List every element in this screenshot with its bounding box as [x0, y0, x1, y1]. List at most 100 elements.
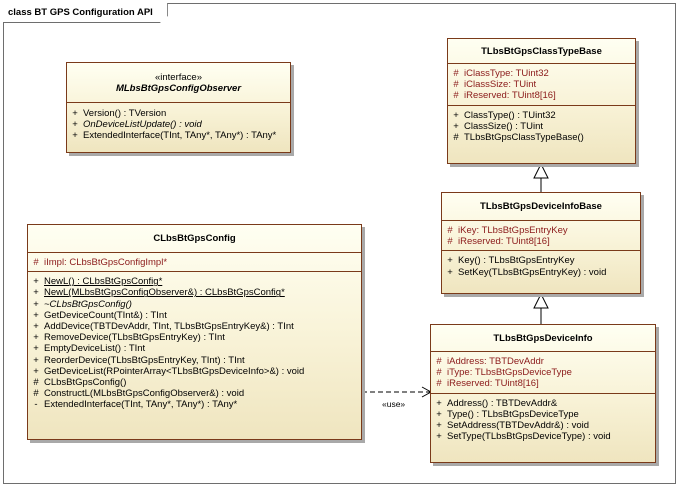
- operation-text: EmptyDeviceList() : TInt: [44, 343, 146, 355]
- class-tlbsbtgpsdeviceinfo[interactable]: TLbsBtGpsDeviceInfo # iAddress: TBTDevAdd…: [430, 324, 656, 463]
- operation-text: ExtendedInterface(TInt, TAny*, TAny*) : …: [83, 130, 277, 142]
- attribute-text: iReserved: TUint8[16]: [447, 378, 539, 390]
- operation-text: RemoveDevice(TLbsBtGpsEntryKey) : TInt: [44, 332, 225, 344]
- visibility-marker: +: [72, 130, 78, 142]
- visibility-marker: #: [436, 367, 442, 379]
- class-header: CLbsBtGpsConfig: [28, 225, 361, 253]
- visibility-marker: +: [33, 276, 39, 288]
- class-operations: +Version() : TVersion+OnDeviceListUpdate…: [67, 103, 290, 145]
- attribute-row: # iType: TLbsBtGpsDeviceType: [431, 367, 655, 378]
- operation-row: +SetAddress(TBTDevAddr&) : void: [431, 420, 655, 431]
- operation-text: GetDeviceCount(TInt&) : TInt: [44, 309, 167, 321]
- class-name: MLbsBtGpsConfigObserver: [115, 82, 242, 94]
- visibility-marker: +: [33, 343, 39, 355]
- operation-text: NewL(MLbsBtGpsConfigObserver&) : CLbsBtG…: [44, 287, 285, 299]
- class-tlbsbtgpsclasstypebase[interactable]: TLbsBtGpsClassTypeBase # iClassType: TUin…: [447, 38, 636, 164]
- visibility-marker: #: [447, 236, 453, 248]
- operation-row: +NewL(MLbsBtGpsConfigObserver&) : CLbsBt…: [28, 287, 361, 298]
- class-operations: +Key() : TLbsBtGpsEntryKey+ SetKey(TLbsBt…: [442, 251, 640, 280]
- operation-text: GetDeviceList(RPointerArray<TLbsBtGpsDev…: [44, 365, 305, 377]
- class-header: TLbsBtGpsDeviceInfoBase: [442, 193, 640, 221]
- attribute-row: #iClassSize: TUint: [448, 79, 635, 90]
- operation-text: Version() : TVersion: [83, 108, 167, 119]
- attribute-row: #iReserved: TUint8[16]: [448, 90, 635, 101]
- visibility-marker: +: [447, 266, 453, 278]
- visibility-marker: +: [33, 354, 39, 366]
- class-attributes: # iAddress: TBTDevAddr # iType: TLbsBtGpsDe…: [431, 352, 655, 394]
- visibility-marker: #: [33, 257, 39, 268]
- class-header: TLbsBtGpsDeviceInfo: [431, 325, 655, 352]
- operation-row: +RemoveDevice(TLbsBtGpsEntryKey) : TInt: [28, 332, 361, 343]
- visibility-marker: +: [33, 365, 39, 377]
- operation-text: ClassSize() : TUint: [464, 120, 544, 132]
- operation-text: CLbsBtGpsConfig(): [44, 376, 127, 388]
- class-attributes: # iKey: TLbsBtGpsEntryKey # iReserved: TUin…: [442, 221, 640, 252]
- visibility-marker: #: [453, 68, 459, 79]
- attribute-row: # iReserved: TUint8[16]: [442, 236, 640, 247]
- operation-row: + ClassSize() : TUint: [448, 121, 635, 132]
- generalization-arrowhead-devinfobase: [533, 292, 549, 309]
- operation-row: + ~CLbsBtGpsConfig(): [28, 299, 361, 310]
- attribute-row: # iKey: TLbsBtGpsEntryKey: [442, 225, 640, 236]
- visibility-marker: +: [33, 309, 39, 321]
- attribute-text: iReserved: TUint8[16]: [458, 236, 550, 248]
- visibility-marker: #: [453, 79, 459, 91]
- generalization-arrowhead-classtypebase: [533, 162, 549, 179]
- attribute-text: iImpl: CLbsBtGpsConfigImpl*: [44, 257, 168, 268]
- visibility-marker: #: [453, 131, 459, 143]
- operation-row: +SetType(TLbsBtGpsDeviceType) : void: [431, 431, 655, 442]
- operation-text: NewL() : CLbsBtGpsConfig*: [44, 276, 163, 288]
- class-clbsbtgpsconfig[interactable]: CLbsBtGpsConfig # iImpl: CLbsBtGpsConfigI…: [27, 224, 362, 440]
- operation-row: -ExtendedInterface(TInt, TAny*, TAny*) :…: [28, 399, 361, 410]
- operation-row: + Address() : TBTDevAddr&: [431, 398, 655, 409]
- attribute-text: iType: TLbsBtGpsDeviceType: [447, 367, 572, 379]
- class-name: TLbsBtGpsDeviceInfoBase: [480, 201, 602, 212]
- use-dependency-label: «use»: [382, 399, 406, 409]
- operation-row: +Key() : TLbsBtGpsEntryKey: [442, 255, 640, 266]
- operation-row: + ExtendedInterface(TInt, TAny*, TAny*) :…: [67, 130, 290, 141]
- visibility-marker: +: [33, 298, 39, 310]
- operation-text: ExtendedInterface(TInt, TAny*, TAny*) : …: [44, 399, 238, 411]
- operation-row: + ReorderDevice(TLbsBtGpsEntryKey, TInt) …: [28, 355, 361, 366]
- operation-text: ~CLbsBtGpsConfig(): [44, 298, 132, 310]
- operation-row: + SetKey(TLbsBtGpsEntryKey) : void: [442, 267, 640, 278]
- attribute-text: iAddress: TBTDevAddr: [447, 356, 544, 367]
- visibility-marker: #: [453, 90, 459, 102]
- operation-row: +OnDeviceListUpdate() : void: [67, 119, 290, 130]
- visibility-marker: #: [447, 225, 453, 236]
- class-attributes: # iClassType: TUint32#iClassSize: TUint#i…: [448, 64, 635, 106]
- visibility-marker: +: [436, 397, 442, 409]
- operation-row: #TLbsBtGpsClassTypeBase(): [448, 132, 635, 143]
- operation-text: Type() : TLbsBtGpsDeviceType: [447, 408, 579, 420]
- operation-text: SetKey(TLbsBtGpsEntryKey) : void: [458, 266, 607, 278]
- visibility-marker: +: [453, 120, 459, 132]
- class-tlbsbtgpsdeviceinfobase[interactable]: TLbsBtGpsDeviceInfoBase # iKey: TLbsBtGps…: [441, 192, 641, 294]
- class-header: «interface» MLbsBtGpsConfigObserver: [67, 63, 290, 103]
- visibility-marker: #: [436, 356, 442, 367]
- class-operations: + ClassType() : TUint32+ ClassSize() : TUi…: [448, 106, 635, 147]
- visibility-marker: +: [33, 320, 39, 332]
- operation-row: + NewL() : CLbsBtGpsConfig*: [28, 276, 361, 287]
- operation-row: #CLbsBtGpsConfig(): [28, 377, 361, 388]
- diagram-frame-title: class BT GPS Configuration API: [3, 3, 168, 23]
- operation-row: + GetDeviceCount(TInt&) : TInt: [28, 310, 361, 321]
- operation-row: +AddDevice(TBTDevAddr, TInt, TLbsBtGpsEn…: [28, 321, 361, 332]
- operation-text: OnDeviceListUpdate() : void: [83, 119, 202, 131]
- class-header: TLbsBtGpsClassTypeBase: [448, 39, 635, 64]
- class-name: TLbsBtGpsDeviceInfo: [493, 332, 593, 344]
- attribute-row: # iAddress: TBTDevAddr: [431, 356, 655, 367]
- class-mlbsbtgpsconfigobserver[interactable]: «interface» MLbsBtGpsConfigObserver + Ver…: [66, 62, 291, 153]
- operation-row: # ConstructL(MLbsBtGpsConfigObserver&) : …: [28, 388, 361, 399]
- attribute-text: iClassType: TUint32: [464, 68, 549, 79]
- operation-text: SetAddress(TBTDevAddr&) : void: [447, 419, 590, 431]
- operation-text: ReorderDevice(TLbsBtGpsEntryKey, TInt) :…: [44, 354, 245, 366]
- visibility-marker: +: [72, 108, 78, 119]
- operation-text: Address() : TBTDevAddr&: [447, 397, 558, 409]
- visibility-marker: #: [33, 388, 39, 400]
- operation-text: ClassType() : TUint32: [464, 109, 556, 121]
- visibility-marker: -: [34, 399, 38, 411]
- visibility-marker: +: [436, 408, 442, 420]
- attribute-text: iKey: TLbsBtGpsEntryKey: [458, 225, 568, 236]
- operation-text: ConstructL(MLbsBtGpsConfigObserver&) : v…: [44, 388, 245, 400]
